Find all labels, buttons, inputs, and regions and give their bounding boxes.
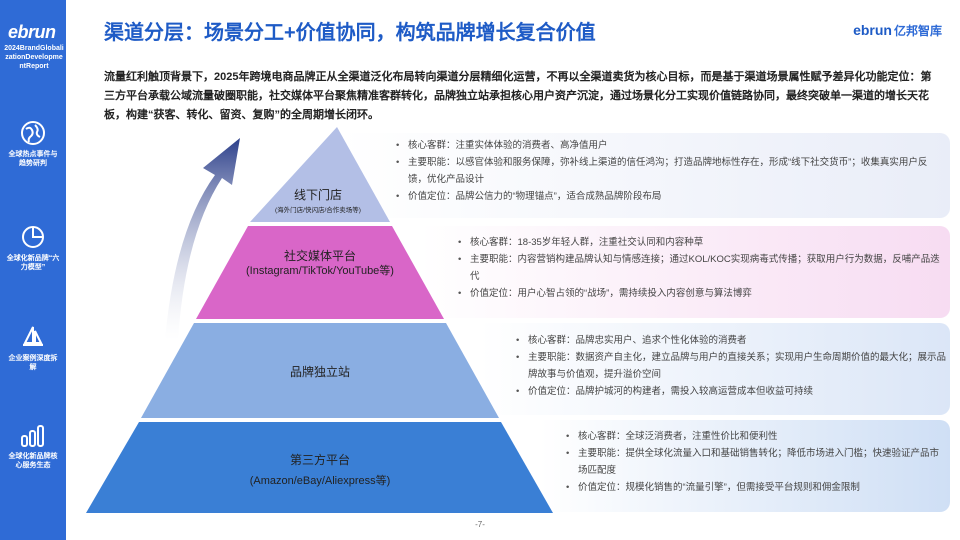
tier-desc-social: 核心客群：18-35岁年轻人群，注重社交认同和内容种草 主要职能：内容营销构建品… xyxy=(458,234,946,302)
list-item: 主要职能：数据资产自主化，建立品牌与用户的直接关系；实现用户生命周期价值的最大化… xyxy=(516,349,946,383)
tier-desc-offline: 核心客群：注重实体体验的消费者、高净值用户 主要职能：以感官体验和服务保障，弥补… xyxy=(396,137,946,205)
sidebar-item-label: 企业案例深度拆解 xyxy=(8,355,58,371)
sidebar-item-services[interactable]: 全球化新品牌核心服务生态 xyxy=(0,424,66,470)
list-item: 价值定位：规模化销售的“流量引擎”，但需接受平台规则和佣金限制 xyxy=(566,479,946,496)
list-item: 主要职能：以感官体验和服务保障，弥补线上渠道的信任鸿沟；打造品牌地标性存在，形成… xyxy=(396,154,946,188)
tier-desc-platform: 核心客群：全球泛消费者，注重性价比和便利性 主要职能：提供全球化流量入口和基础销… xyxy=(566,428,946,496)
list-item: 主要职能：内容营销构建品牌认知与情感连接；通过KOL/KOC实现病毒式传播；获取… xyxy=(458,251,946,285)
tier-desc-independent: 核心客群：品牌忠实用户、追求个性化体验的消费者 主要职能：数据资产自主化，建立品… xyxy=(516,332,946,400)
tier-title: 社交媒体平台 xyxy=(283,249,356,263)
tier-shape-offline xyxy=(250,127,390,222)
tier-note: (Instagram/TikTok/YouTube等) xyxy=(246,265,394,277)
sidebar-item-label: 全球热点事件与趋势研判 xyxy=(8,151,58,167)
list-item: 核心客群：品牌忠实用户、追求个性化体验的消费者 xyxy=(516,332,946,349)
tier-shape-platform xyxy=(86,422,553,513)
sidebar-logo: ebrun xyxy=(8,22,56,42)
list-item: 价值定位：品牌公信力的“物理锚点”，适合成熟品牌阶段布局 xyxy=(396,188,946,205)
tier-title: 线下门店 xyxy=(293,188,342,202)
tier-note: (海外门店/快闪店/合作卖场等) xyxy=(275,207,361,214)
sidebar-item-label: 全球化新品牌核心服务生态 xyxy=(8,453,58,469)
growth-arrow-icon xyxy=(165,138,240,340)
intro-paragraph: 流量红利触顶背景下，2025年跨境电商品牌正从全渠道泛化布局转向渠道分层精细化运… xyxy=(104,71,932,121)
tier-title: 第三方平台 xyxy=(289,453,350,467)
pie-chart-icon xyxy=(22,226,44,248)
tier-title: 品牌独立站 xyxy=(289,365,350,379)
sailboat-icon xyxy=(23,326,43,346)
sidebar-item-cases[interactable]: 企业案例深度拆解 xyxy=(0,324,66,372)
sidebar-item-model[interactable]: 全球化新品牌“六力模型” xyxy=(0,224,66,272)
tier-note: (Amazon/eBay/Aliexpress等) xyxy=(249,475,391,487)
brand-logo-text: ebrun xyxy=(853,22,892,38)
page-number: -7- xyxy=(475,520,485,529)
brand-name: 亿邦智库 xyxy=(893,24,942,38)
list-item: 核心客群：注重实体体验的消费者、高净值用户 xyxy=(396,137,946,154)
list-item: 核心客群：18-35岁年轻人群，注重社交认同和内容种草 xyxy=(458,234,946,251)
sidebar-item-hotspots[interactable]: 全球热点事件与趋势研判 xyxy=(0,120,66,168)
tier-shape-social xyxy=(196,226,444,319)
list-item: 价值定位：用户心智占领的“战场”，需持续投入内容创意与算法博弈 xyxy=(458,285,946,302)
list-item: 价值定位：品牌护城河的构建者，需投入较高运营成本但收益可持续 xyxy=(516,383,946,400)
page-title: 渠道分层：场景分工+价值协同，构筑品牌增长复合价值 xyxy=(104,22,596,44)
bar-chart-icon xyxy=(21,425,44,447)
tier-label-platform: 第三方平台 (Amazon/eBay/Aliexpress等) xyxy=(220,451,420,489)
tier-label-social: 社交媒体平台 (Instagram/TikTok/YouTube等) xyxy=(240,247,400,279)
list-item: 核心客群：全球泛消费者，注重性价比和便利性 xyxy=(566,428,946,445)
sidebar-item-label: 全球化新品牌“六力模型” xyxy=(6,255,60,271)
list-item: 主要职能：提供全球化流量入口和基础销售转化；降低市场进入门槛；快速验证产品市场匹… xyxy=(566,445,946,479)
tier-shape-independent xyxy=(141,323,499,418)
tier-label-offline: 线下门店 (海外门店/快闪店/合作卖场等) xyxy=(258,186,378,218)
globe-icon xyxy=(21,121,45,145)
sidebar: ebrun 2024BrandGlobalizationDevelopmentR… xyxy=(0,0,66,540)
tier-label-independent: 品牌独立站 xyxy=(250,363,390,380)
report-name: 2024BrandGlobalizationDevelopmentReport xyxy=(4,45,64,70)
